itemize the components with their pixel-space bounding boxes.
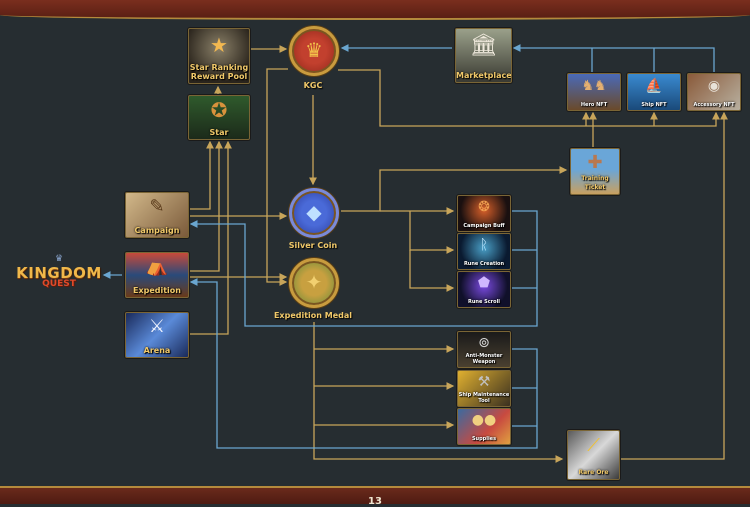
hammer-icon: ⚒ bbox=[477, 374, 491, 390]
logo-kingdom-text: KINGDOM bbox=[16, 264, 102, 282]
node-hero-nft[interactable]: ♞♞ Hero NFT bbox=[567, 73, 621, 111]
training-dummy-icon: ✚ bbox=[587, 152, 603, 173]
buff-icon: ❂ bbox=[478, 199, 490, 215]
node-label: Marketplace bbox=[456, 71, 512, 80]
node-expedition[interactable]: ⛺ Expedition bbox=[125, 252, 189, 298]
kgc-label: KGC bbox=[303, 81, 323, 90]
node-campaign-buff[interactable]: ❂ Campaign Buff bbox=[457, 195, 511, 232]
node-campaign[interactable]: ✎ Campaign bbox=[125, 192, 189, 238]
node-rare-ore[interactable]: ⟋ Rare Ore bbox=[567, 430, 620, 480]
map-icon: ✎ bbox=[149, 196, 165, 217]
medal-coin-icon: ✦ bbox=[305, 270, 323, 294]
node-kgc-coin[interactable]: ♛ bbox=[289, 26, 339, 76]
node-label: Ship Maintenance Tool bbox=[458, 392, 510, 404]
node-ship-maintenance-tool[interactable]: ⚒ Ship Maintenance Tool bbox=[457, 370, 511, 407]
node-label: Supplies bbox=[471, 436, 497, 442]
node-label: Rune Creation bbox=[463, 261, 505, 267]
node-supplies[interactable]: ●● Supplies bbox=[457, 408, 511, 445]
node-label: Arena bbox=[143, 346, 171, 355]
tent-icon: ⛺ bbox=[145, 256, 169, 277]
node-accessory-nft[interactable]: ◉ Accessory NFT bbox=[687, 73, 741, 111]
node-label: Campaign Buff bbox=[463, 223, 505, 229]
expedition-medal-label: Expedition Medal bbox=[273, 311, 353, 320]
crystal-coin-icon: ◆ bbox=[306, 200, 322, 224]
swords-icon: ⚔ bbox=[148, 316, 166, 337]
silver-coin-label: Silver Coin bbox=[288, 241, 338, 250]
heroes-icon: ♞♞ bbox=[581, 78, 607, 94]
node-label: Rare Ore bbox=[578, 469, 609, 476]
rune-creation-icon: ᚱ bbox=[479, 237, 489, 253]
node-label: Campaign bbox=[134, 226, 180, 235]
node-arena[interactable]: ⚔ Arena bbox=[125, 312, 189, 358]
node-label: Expedition bbox=[132, 286, 181, 295]
node-label: Ship NFT bbox=[641, 102, 667, 108]
ore-icon: ⟋ bbox=[587, 435, 600, 456]
node-star-ranking-reward-pool[interactable]: ★ Star Ranking Reward Pool bbox=[188, 28, 250, 84]
node-rune-scroll[interactable]: ⬟ Rune Scroll bbox=[457, 271, 511, 308]
ship-icon: ⛵ bbox=[645, 78, 663, 94]
top-frame-banner bbox=[0, 0, 750, 20]
node-label: Anti-Monster Weapon bbox=[465, 353, 503, 365]
node-ship-nft[interactable]: ⛵ Ship NFT bbox=[627, 73, 681, 111]
logo-quest-text: QUEST bbox=[42, 279, 76, 289]
building-icon: 🏛 bbox=[469, 33, 498, 58]
node-label: Training Ticket bbox=[581, 175, 609, 191]
bottom-frame-banner bbox=[0, 486, 750, 504]
node-rune-creation[interactable]: ᚱ Rune Creation bbox=[457, 233, 511, 270]
node-expedition-medal[interactable]: ✦ bbox=[289, 258, 339, 308]
cannon-icon: ⊚ bbox=[478, 335, 490, 351]
node-label: Star Ranking Reward Pool bbox=[189, 63, 249, 81]
node-label: Hero NFT bbox=[580, 102, 608, 108]
shield-icon: ◉ bbox=[707, 78, 721, 94]
supplies-icon: ●● bbox=[471, 412, 497, 428]
node-training-ticket[interactable]: ✚ Training Ticket bbox=[570, 148, 620, 195]
trophy-pool-icon: ★ bbox=[210, 33, 228, 57]
crown-coin-icon: ♛ bbox=[305, 38, 323, 62]
node-label: Rune Scroll bbox=[468, 299, 500, 305]
rune-scroll-icon: ⬟ bbox=[477, 275, 491, 291]
node-label: Star bbox=[209, 128, 229, 137]
node-marketplace[interactable]: 🏛 Marketplace bbox=[455, 28, 512, 83]
node-star[interactable]: ✪ Star bbox=[188, 95, 250, 140]
kingdom-quest-logo: ♛ KINGDOM QUEST bbox=[16, 255, 102, 295]
node-anti-monster-weapon[interactable]: ⊚ Anti-Monster Weapon bbox=[457, 331, 511, 368]
crown-icon: ♛ bbox=[54, 254, 64, 264]
star-shield-icon: ✪ bbox=[210, 98, 228, 122]
node-silver-coin[interactable]: ◆ bbox=[289, 188, 339, 238]
node-label: Accessory NFT bbox=[693, 102, 735, 108]
